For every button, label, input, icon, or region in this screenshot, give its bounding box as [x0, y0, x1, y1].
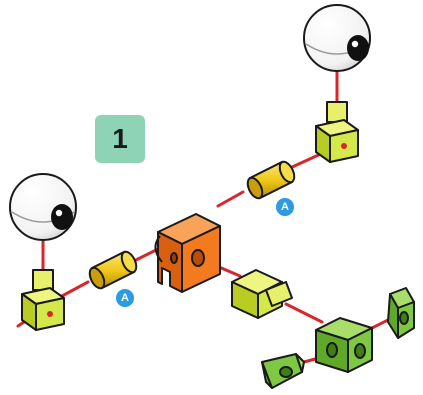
eye-ball-left — [9, 173, 77, 241]
lime-cube-connector-top — [315, 101, 359, 163]
yellow-peg-connector-lower — [88, 250, 138, 290]
callout-a-upper: A — [276, 198, 294, 216]
lime-cube-connector-middle — [231, 269, 293, 319]
green-wedge-foot-right — [387, 287, 415, 339]
green-cube-block — [315, 317, 373, 373]
green-wedge-foot-left — [261, 353, 305, 389]
lime-cube-connector-left — [21, 269, 65, 331]
rod-left-arm-outer — [60, 280, 90, 298]
pupil-icon — [347, 35, 369, 61]
step-number-badge: 1 — [95, 115, 145, 163]
orange-hub-block — [154, 213, 221, 293]
pupil-icon — [51, 204, 73, 230]
eye-ball-top-right — [303, 4, 371, 72]
callout-a-lower: A — [116, 289, 134, 307]
rod-lime-to-green — [284, 302, 324, 324]
rod-right-arm-inner — [216, 190, 245, 208]
yellow-peg-connector-upper — [246, 160, 296, 200]
